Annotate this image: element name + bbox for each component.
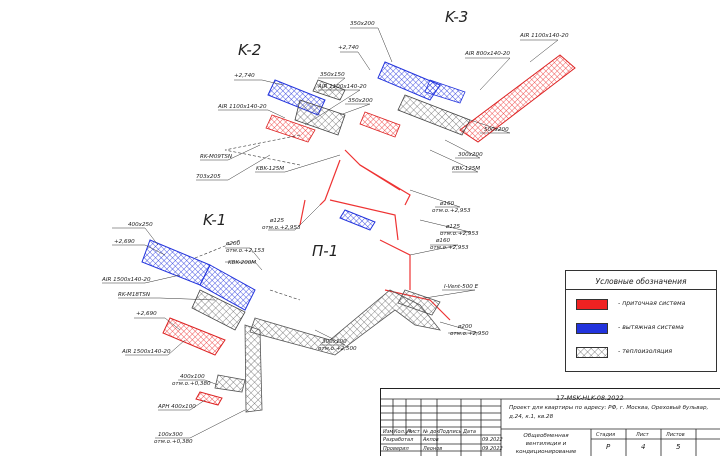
annotation: AIR 1500x140-20 bbox=[101, 277, 151, 283]
annotation: отм.о.+2,953 bbox=[432, 208, 471, 214]
name-checker: Леонов bbox=[423, 446, 443, 452]
legend-divider bbox=[566, 289, 716, 290]
title-block: 17-MSK-HLK-08.2022 Проект для квартиры п… bbox=[380, 388, 720, 456]
project-title: Проект для квартиры по адресу: РФ, г. Мо… bbox=[509, 405, 709, 420]
annotation: 100x300 bbox=[158, 432, 183, 438]
dashed-guides bbox=[194, 134, 301, 301]
date-checker: 09.2022 bbox=[482, 446, 503, 452]
annotation: RK-M09TSN bbox=[200, 154, 233, 160]
annotation: отм.о.+2,953 bbox=[262, 225, 301, 231]
legend-swatch-exhaust bbox=[576, 323, 608, 334]
col-header-stage: Стадия bbox=[596, 432, 616, 438]
sheet-description: Общеобменная вентиляция и кондиционирова… bbox=[515, 433, 577, 455]
annotation: 350x200 bbox=[350, 21, 375, 27]
stage-value: Р bbox=[606, 443, 611, 451]
legend-label: - приточная система bbox=[618, 300, 686, 307]
leader-lines bbox=[102, 27, 559, 439]
unit-label-k2: K-2 bbox=[238, 41, 261, 59]
annotation: RK-M18TSN bbox=[118, 292, 151, 298]
annotation: ø160 bbox=[435, 238, 451, 244]
annotation: I-Vent-500 E bbox=[444, 284, 479, 290]
annotation: +2,690 bbox=[114, 239, 135, 245]
k3-main-duct bbox=[359, 54, 576, 143]
annotation: AIR 800x140-20 bbox=[464, 51, 510, 57]
drawing-code: 17-MSK-HLK-08.2022 bbox=[556, 394, 624, 402]
role-developer: Разработал bbox=[383, 437, 414, 443]
annotation: ø125 bbox=[269, 218, 285, 224]
col-header-sheet: Лист bbox=[636, 432, 649, 438]
annotation: 300x100 bbox=[322, 339, 347, 345]
legend-label: - вытяжная система bbox=[618, 324, 684, 331]
legend-swatch-insulation bbox=[576, 347, 608, 358]
annotation: 350x150 bbox=[320, 72, 345, 78]
name-developer: Акпов bbox=[423, 437, 439, 443]
role-checker: Проверил bbox=[383, 446, 409, 452]
header-cell: № док bbox=[423, 429, 440, 435]
annotation: +2,740 bbox=[234, 73, 255, 79]
annotation: 703x205 bbox=[196, 174, 221, 180]
unit-label-k1: K-1 bbox=[203, 211, 226, 229]
annotation: KBK-200M bbox=[228, 260, 256, 266]
annotation: 400x250 bbox=[128, 222, 153, 228]
annotation: ø160 bbox=[439, 201, 455, 207]
annotation: отм.о.+2,500 bbox=[318, 346, 357, 352]
aph-grille bbox=[195, 391, 223, 406]
annotation: отм.о.+2,153 bbox=[226, 248, 265, 254]
legend-label: - теплоизоляция bbox=[618, 348, 673, 355]
annotation: APH 400x100 bbox=[157, 404, 196, 410]
annotation: отм.о.+2,953 bbox=[430, 245, 469, 251]
annotation: AIR 1100x140-20 bbox=[519, 33, 569, 39]
annotation: 500x200 bbox=[484, 127, 509, 133]
sheet-value: 4 bbox=[641, 443, 646, 451]
unit-label-p1: П-1 bbox=[312, 242, 338, 260]
legend-title: Условные обозначения bbox=[595, 277, 687, 286]
k1-unit bbox=[141, 239, 256, 356]
date-developer: 09.2022 bbox=[482, 437, 503, 443]
annotation: +2,690 bbox=[136, 311, 157, 317]
header-cell: Лист bbox=[407, 429, 420, 435]
legend-item-insulation: - теплоизоляция bbox=[576, 347, 711, 358]
supply-pipes bbox=[299, 149, 451, 321]
annotation: 300x200 bbox=[458, 152, 483, 158]
annotation: AIR 1100x140-20 bbox=[317, 84, 367, 90]
annotation: KBK-125M bbox=[256, 166, 284, 172]
legend-item-supply: - приточная система bbox=[576, 299, 711, 310]
annotation: KBK-125M bbox=[452, 166, 480, 172]
annotation: отм.о.+2,950 bbox=[450, 331, 489, 337]
annotation: ø200 bbox=[457, 324, 473, 330]
annotation: 350x200 bbox=[348, 98, 373, 104]
annotation: +2,740 bbox=[338, 45, 359, 51]
blue-diffuser bbox=[339, 209, 376, 231]
header-cell: Кол.уч bbox=[394, 429, 412, 435]
legend-item-exhaust: - вытяжная система bbox=[576, 323, 711, 334]
title-block-grid bbox=[381, 398, 720, 456]
annotation: AIR 1100x140-20 bbox=[217, 104, 267, 110]
annotation: ø200 bbox=[225, 241, 241, 247]
annotation: отм.о.+0,380 bbox=[172, 381, 211, 387]
col-header-sheets: Листов bbox=[666, 432, 685, 438]
annotation: 400x100 bbox=[180, 374, 205, 380]
unit-label-k3: K-3 bbox=[445, 8, 468, 26]
legend: Условные обозначения - приточная система… bbox=[565, 270, 717, 372]
annotation: отм.о.+2,953 bbox=[440, 231, 479, 237]
annotation: ø125 bbox=[445, 224, 461, 230]
annotation: отм.о.+0,380 bbox=[154, 439, 193, 445]
header-cell: Изм bbox=[383, 429, 394, 435]
annotation: AIR 1500x140-20 bbox=[121, 349, 171, 355]
sheets-value: 5 bbox=[676, 443, 681, 451]
legend-swatch-supply bbox=[576, 299, 608, 310]
header-cell: Подпись bbox=[439, 429, 462, 435]
header-cell: Дата bbox=[463, 429, 476, 435]
main-insulated-duct bbox=[214, 289, 441, 413]
